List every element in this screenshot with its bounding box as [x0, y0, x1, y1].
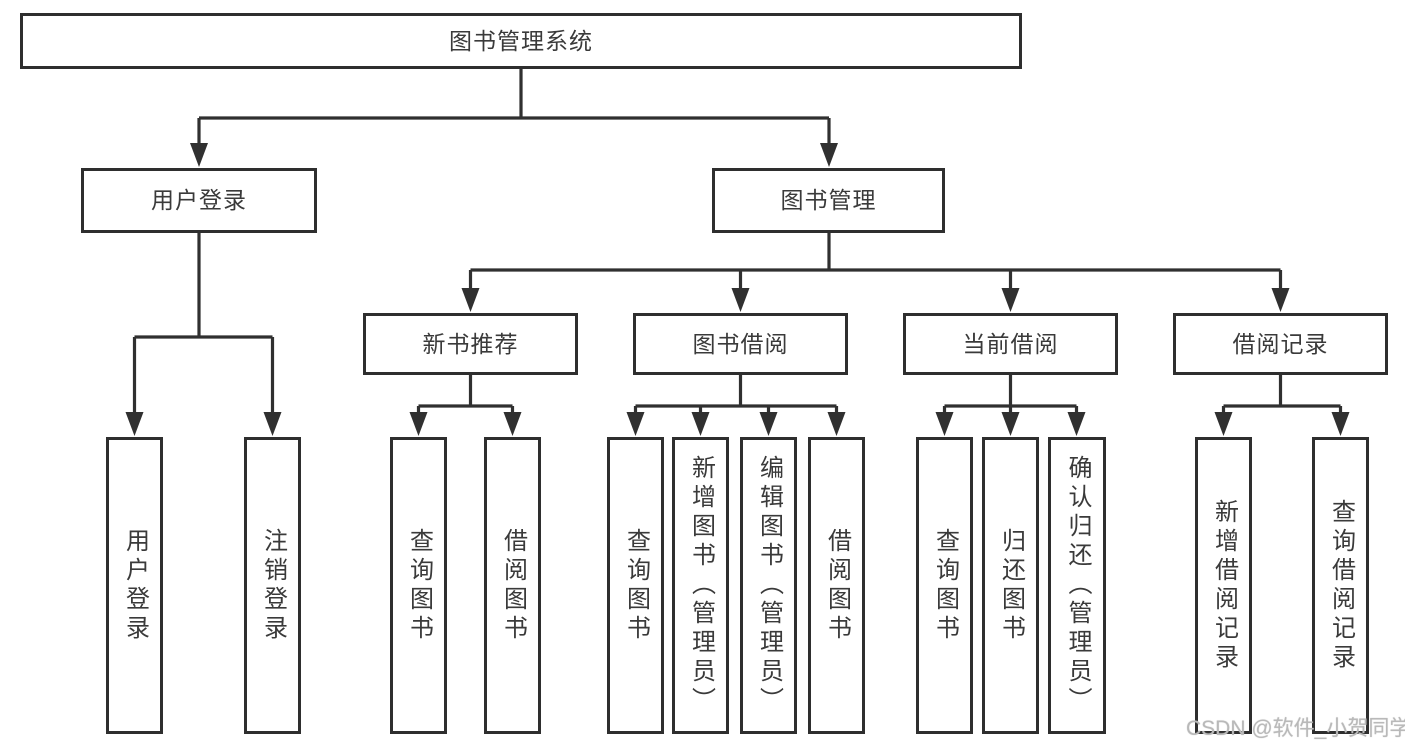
leaf-return-book: 归还图书 [982, 437, 1039, 734]
leaf-borrow-query-book: 查询图书 [607, 437, 664, 734]
watermark: CSDN @软件_小贺同学 [1186, 717, 1405, 740]
arrowhead-icon [820, 143, 838, 167]
leaf-add-book-admin: 新增图书（管理员） [672, 437, 729, 734]
node-book-management: 图书管理 [712, 168, 945, 233]
leaf-logout: 注销登录 [244, 437, 301, 734]
node-borrow-record: 借阅记录 [1173, 313, 1388, 375]
arrowhead-icon [759, 412, 778, 436]
node-root: 图书管理系统 [20, 13, 1022, 69]
arrowhead-icon [190, 143, 208, 167]
arrowhead-icon [1331, 412, 1350, 436]
node-user-login: 用户登录 [81, 168, 317, 233]
node-new-book-recommend: 新书推荐 [363, 313, 578, 375]
arrowhead-icon [409, 412, 428, 436]
leaf-recommend-query-book: 查询图书 [390, 437, 447, 734]
arrowhead-icon [1001, 412, 1020, 436]
arrowhead-icon [1214, 412, 1233, 436]
arrowhead-icon [626, 412, 645, 436]
arrowhead-icon [1271, 288, 1290, 312]
arrowhead-icon [691, 412, 710, 436]
arrowhead-icon [827, 412, 846, 436]
node-current-borrow: 当前借阅 [903, 313, 1118, 375]
arrowhead-icon [125, 412, 144, 436]
leaf-current-query-book: 查询图书 [916, 437, 973, 734]
arrowhead-icon [1067, 412, 1086, 436]
arrowhead-icon [263, 412, 282, 436]
arrowhead-icon [935, 412, 954, 436]
leaf-add-borrow-record: 新增借阅记录 [1195, 437, 1252, 734]
arrowhead-icon [1001, 288, 1020, 312]
node-book-borrow: 图书借阅 [633, 313, 848, 375]
leaf-query-borrow-record: 查询借阅记录 [1312, 437, 1369, 734]
arrowhead-icon [731, 288, 750, 312]
leaf-edit-book-admin: 编辑图书（管理员） [740, 437, 797, 734]
arrowhead-icon [461, 288, 480, 312]
leaf-user-login: 用户登录 [106, 437, 163, 734]
leaf-confirm-return-admin: 确认归还（管理员） [1048, 437, 1106, 734]
leaf-recommend-borrow-book: 借阅图书 [484, 437, 541, 734]
leaf-borrow-book: 借阅图书 [808, 437, 865, 734]
arrowhead-icon [503, 412, 522, 436]
